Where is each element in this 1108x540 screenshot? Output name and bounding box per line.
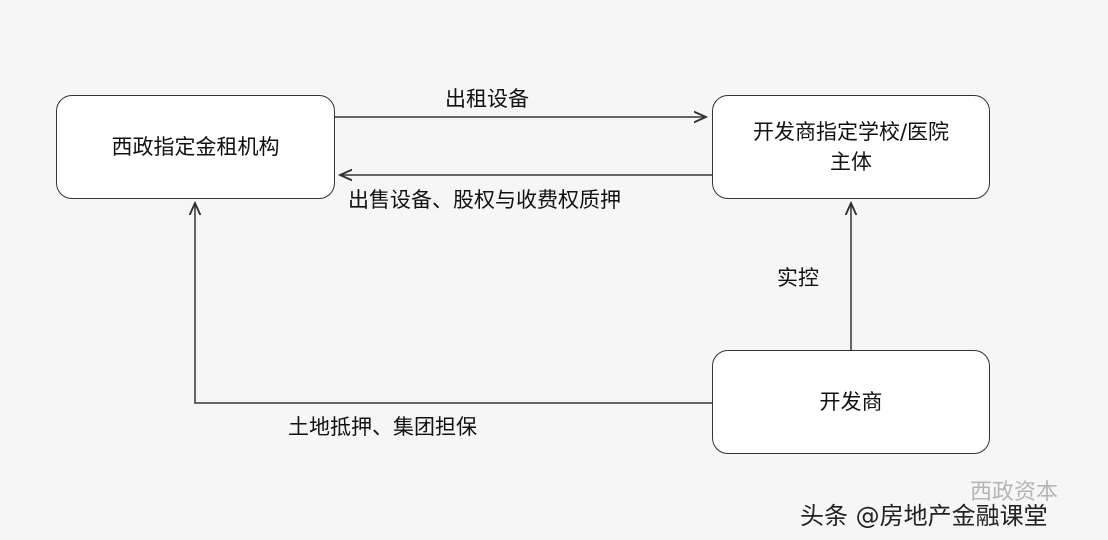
watermark-text: 头条 @房地产金融课堂 — [800, 502, 1048, 530]
watermark-faint-text: 西政资本 — [970, 480, 1059, 505]
edge-label-sell-pledge: 出售设备、股权与收费权质押 — [348, 188, 621, 212]
node-leasing-institution: 西政指定金租机构 — [56, 95, 335, 199]
node-developer-label: 开发商 — [819, 390, 883, 414]
node-developer: 开发商 — [712, 350, 990, 454]
edge-label-actual-control: 实控 — [777, 266, 819, 290]
node-leasing-label: 西政指定金租机构 — [111, 135, 280, 159]
node-school-hospital-label-line2: 主体 — [830, 150, 872, 174]
edge-label-lease-equipment: 出租设备 — [445, 87, 529, 111]
node-school-hospital: 开发商指定学校/医院 主体 — [712, 95, 990, 199]
edge-label-land-mortgage: 土地抵押、集团担保 — [288, 415, 477, 439]
arrow-land-mortgage — [195, 203, 712, 404]
node-school-hospital-label-line1: 开发商指定学校/医院 — [752, 120, 950, 144]
